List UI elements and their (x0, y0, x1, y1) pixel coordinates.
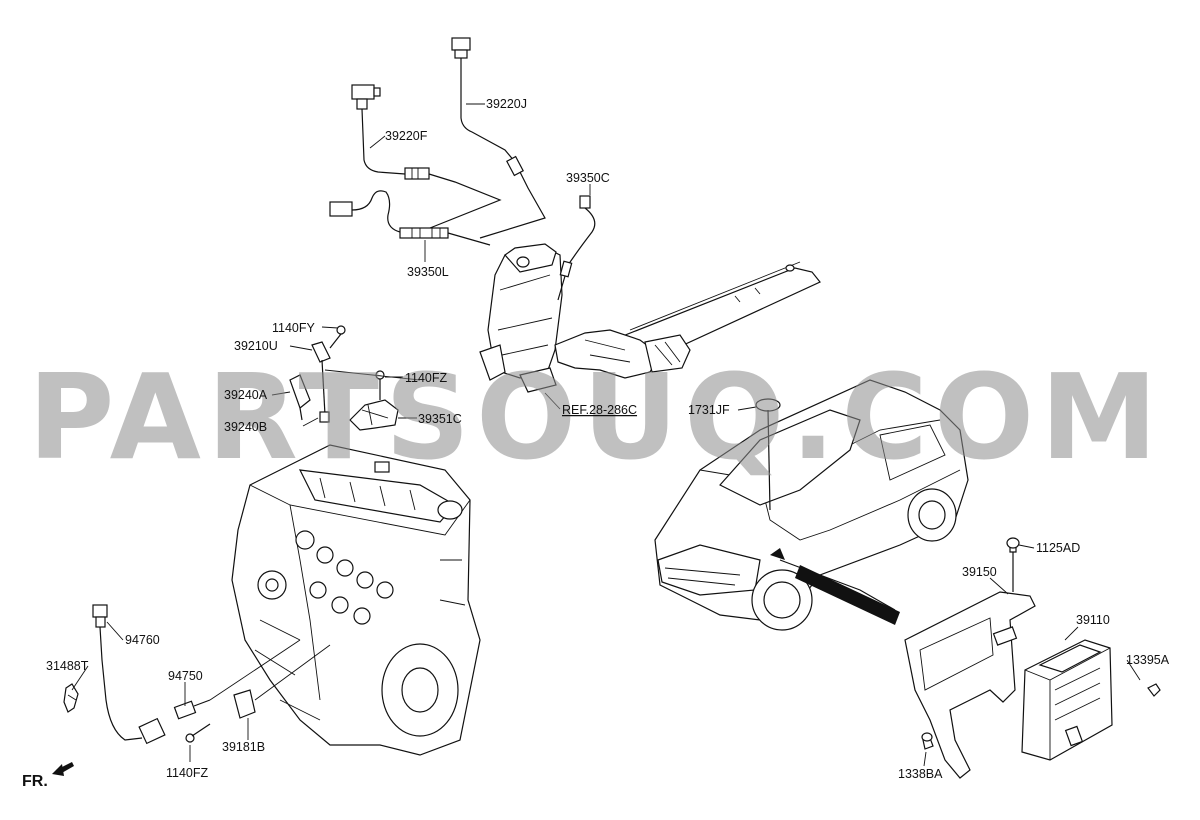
label-39351C[interactable]: 39351C (418, 412, 462, 426)
oxygen-sensor-39220F (351, 84, 502, 229)
label-1338BA[interactable]: 1338BA (898, 767, 943, 781)
oxygen-sensor-39220J (451, 37, 546, 239)
label-39150[interactable]: 39150 (962, 565, 997, 579)
sensor-bracket-group (289, 325, 421, 431)
label-39350L[interactable]: 39350L (407, 265, 449, 279)
label-39181B[interactable]: 39181B (222, 740, 265, 754)
ecu-assembly (904, 537, 1161, 779)
front-indicator: FR. (22, 762, 74, 790)
label-1140FY[interactable]: 1140FY (272, 321, 316, 335)
exhaust-pipe (599, 261, 821, 366)
label-39240B[interactable]: 39240B (224, 420, 267, 434)
exhaust-temp-sensor-39350C (557, 195, 596, 301)
vehicle-illustration (654, 379, 969, 631)
label-39220J[interactable]: 39220J (486, 97, 527, 111)
catalytic-converter (479, 243, 691, 393)
watermark-text: PARTSOUQ.COM (28, 348, 1164, 486)
label-39220F[interactable]: 39220F (385, 129, 428, 143)
reference-link[interactable]: REF.28-286C (562, 403, 637, 417)
label-13395A[interactable]: 13395A (1126, 653, 1170, 667)
label-94760[interactable]: 94760 (125, 633, 160, 647)
label-1140FZ-top[interactable]: 1140FZ (405, 371, 448, 385)
label-1125AD[interactable]: 1125AD (1036, 541, 1080, 555)
label-39350C[interactable]: 39350C (566, 171, 610, 185)
label-1731JF[interactable]: 1731JF (688, 403, 730, 417)
lower-left-sensors (63, 604, 331, 745)
exhaust-temp-sensor-39350L (329, 190, 491, 246)
label-1140FZ-bottom[interactable]: 1140FZ (166, 766, 209, 780)
label-39110[interactable]: 39110 (1076, 613, 1110, 627)
part-labels: 39220J 39220F 39350C 39350L 1140FY 39210… (46, 97, 1170, 781)
leader-lines (71, 103, 1141, 767)
engine-block (231, 444, 481, 756)
label-94750[interactable]: 94750 (168, 669, 203, 683)
label-31488T[interactable]: 31488T (46, 659, 89, 673)
label-39210U[interactable]: 39210U (234, 339, 278, 353)
label-39240A[interactable]: 39240A (224, 388, 268, 402)
front-label: FR. (22, 773, 48, 790)
